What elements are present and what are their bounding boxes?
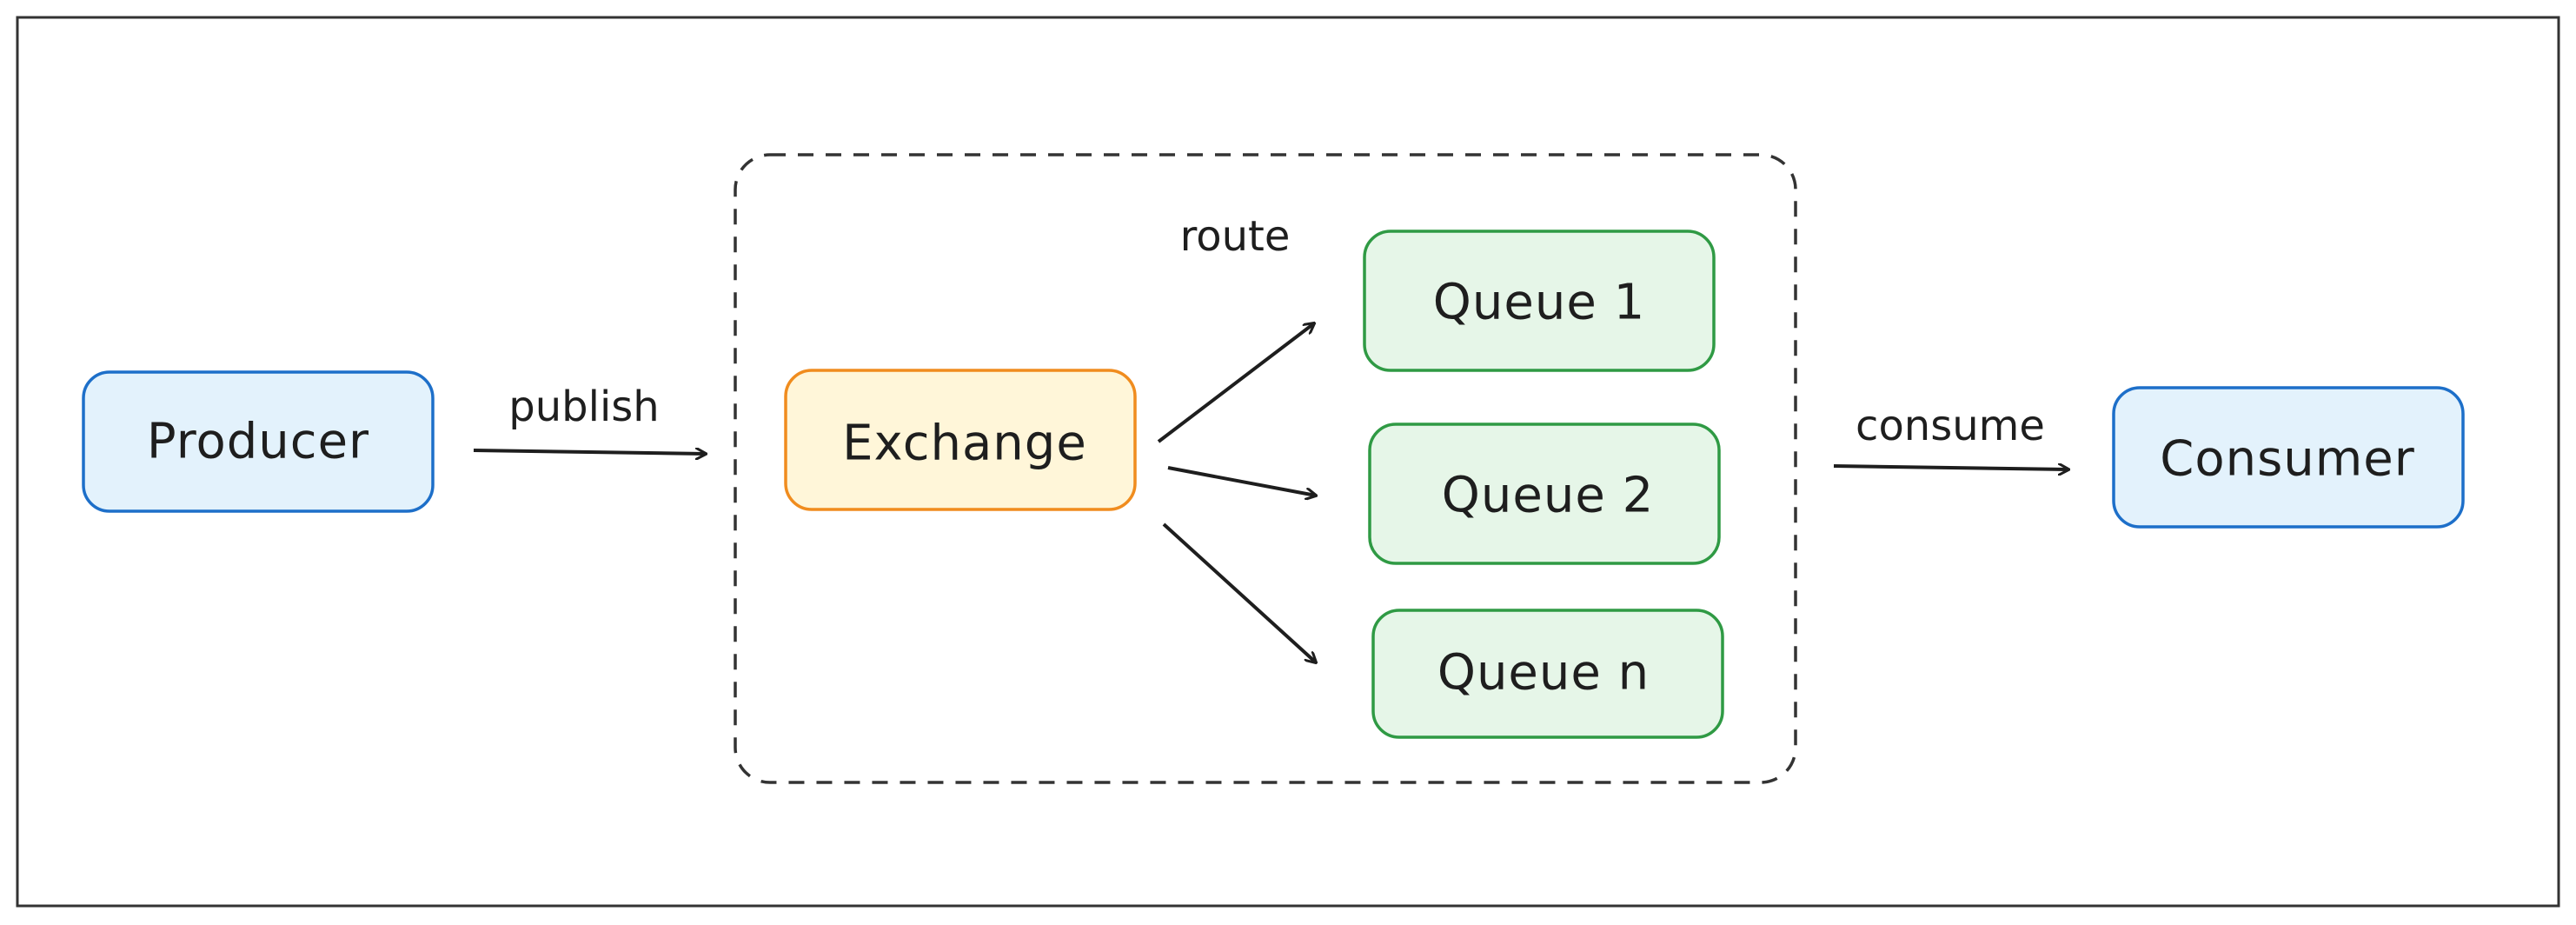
queue-n-box xyxy=(1371,609,1724,739)
queue-n-node: Queue n xyxy=(1371,609,1724,739)
route-arrow-queue-2 xyxy=(1167,466,1316,496)
publish-edge: publish xyxy=(473,383,706,454)
producer-node: Producer xyxy=(82,370,435,513)
consumer-label: Consumer xyxy=(2160,431,2415,488)
publish-label: publish xyxy=(508,383,659,431)
consume-label: consume xyxy=(1856,402,2045,450)
exchange-box xyxy=(784,369,1137,511)
queue-n-label: Queue n xyxy=(1437,645,1650,702)
queue-1-node: Queue 1 xyxy=(1363,230,1716,372)
consumer-box xyxy=(2112,386,2465,529)
queue-1-box xyxy=(1363,230,1716,372)
exchange-label: Exchange xyxy=(842,416,1087,472)
queue-1-label: Queue 1 xyxy=(1433,275,1645,331)
consumer-node: Consumer xyxy=(2112,386,2465,529)
consume-arrow xyxy=(1833,466,2068,469)
route-arrow-queue-n xyxy=(1162,522,1316,662)
broker-container xyxy=(734,153,1797,784)
publish-arrow xyxy=(473,450,706,454)
queue-2-label: Queue 2 xyxy=(1442,468,1654,524)
queue-2-node: Queue 2 xyxy=(1368,423,1721,565)
route-arrow-queue-1 xyxy=(1157,323,1314,443)
producer-box xyxy=(82,370,435,513)
exchange-node: Exchange xyxy=(784,369,1137,511)
route-label: route xyxy=(1180,212,1291,261)
producer-label: Producer xyxy=(147,414,369,470)
queue-2-box xyxy=(1368,423,1721,565)
consume-edge: consume xyxy=(1833,402,2068,469)
